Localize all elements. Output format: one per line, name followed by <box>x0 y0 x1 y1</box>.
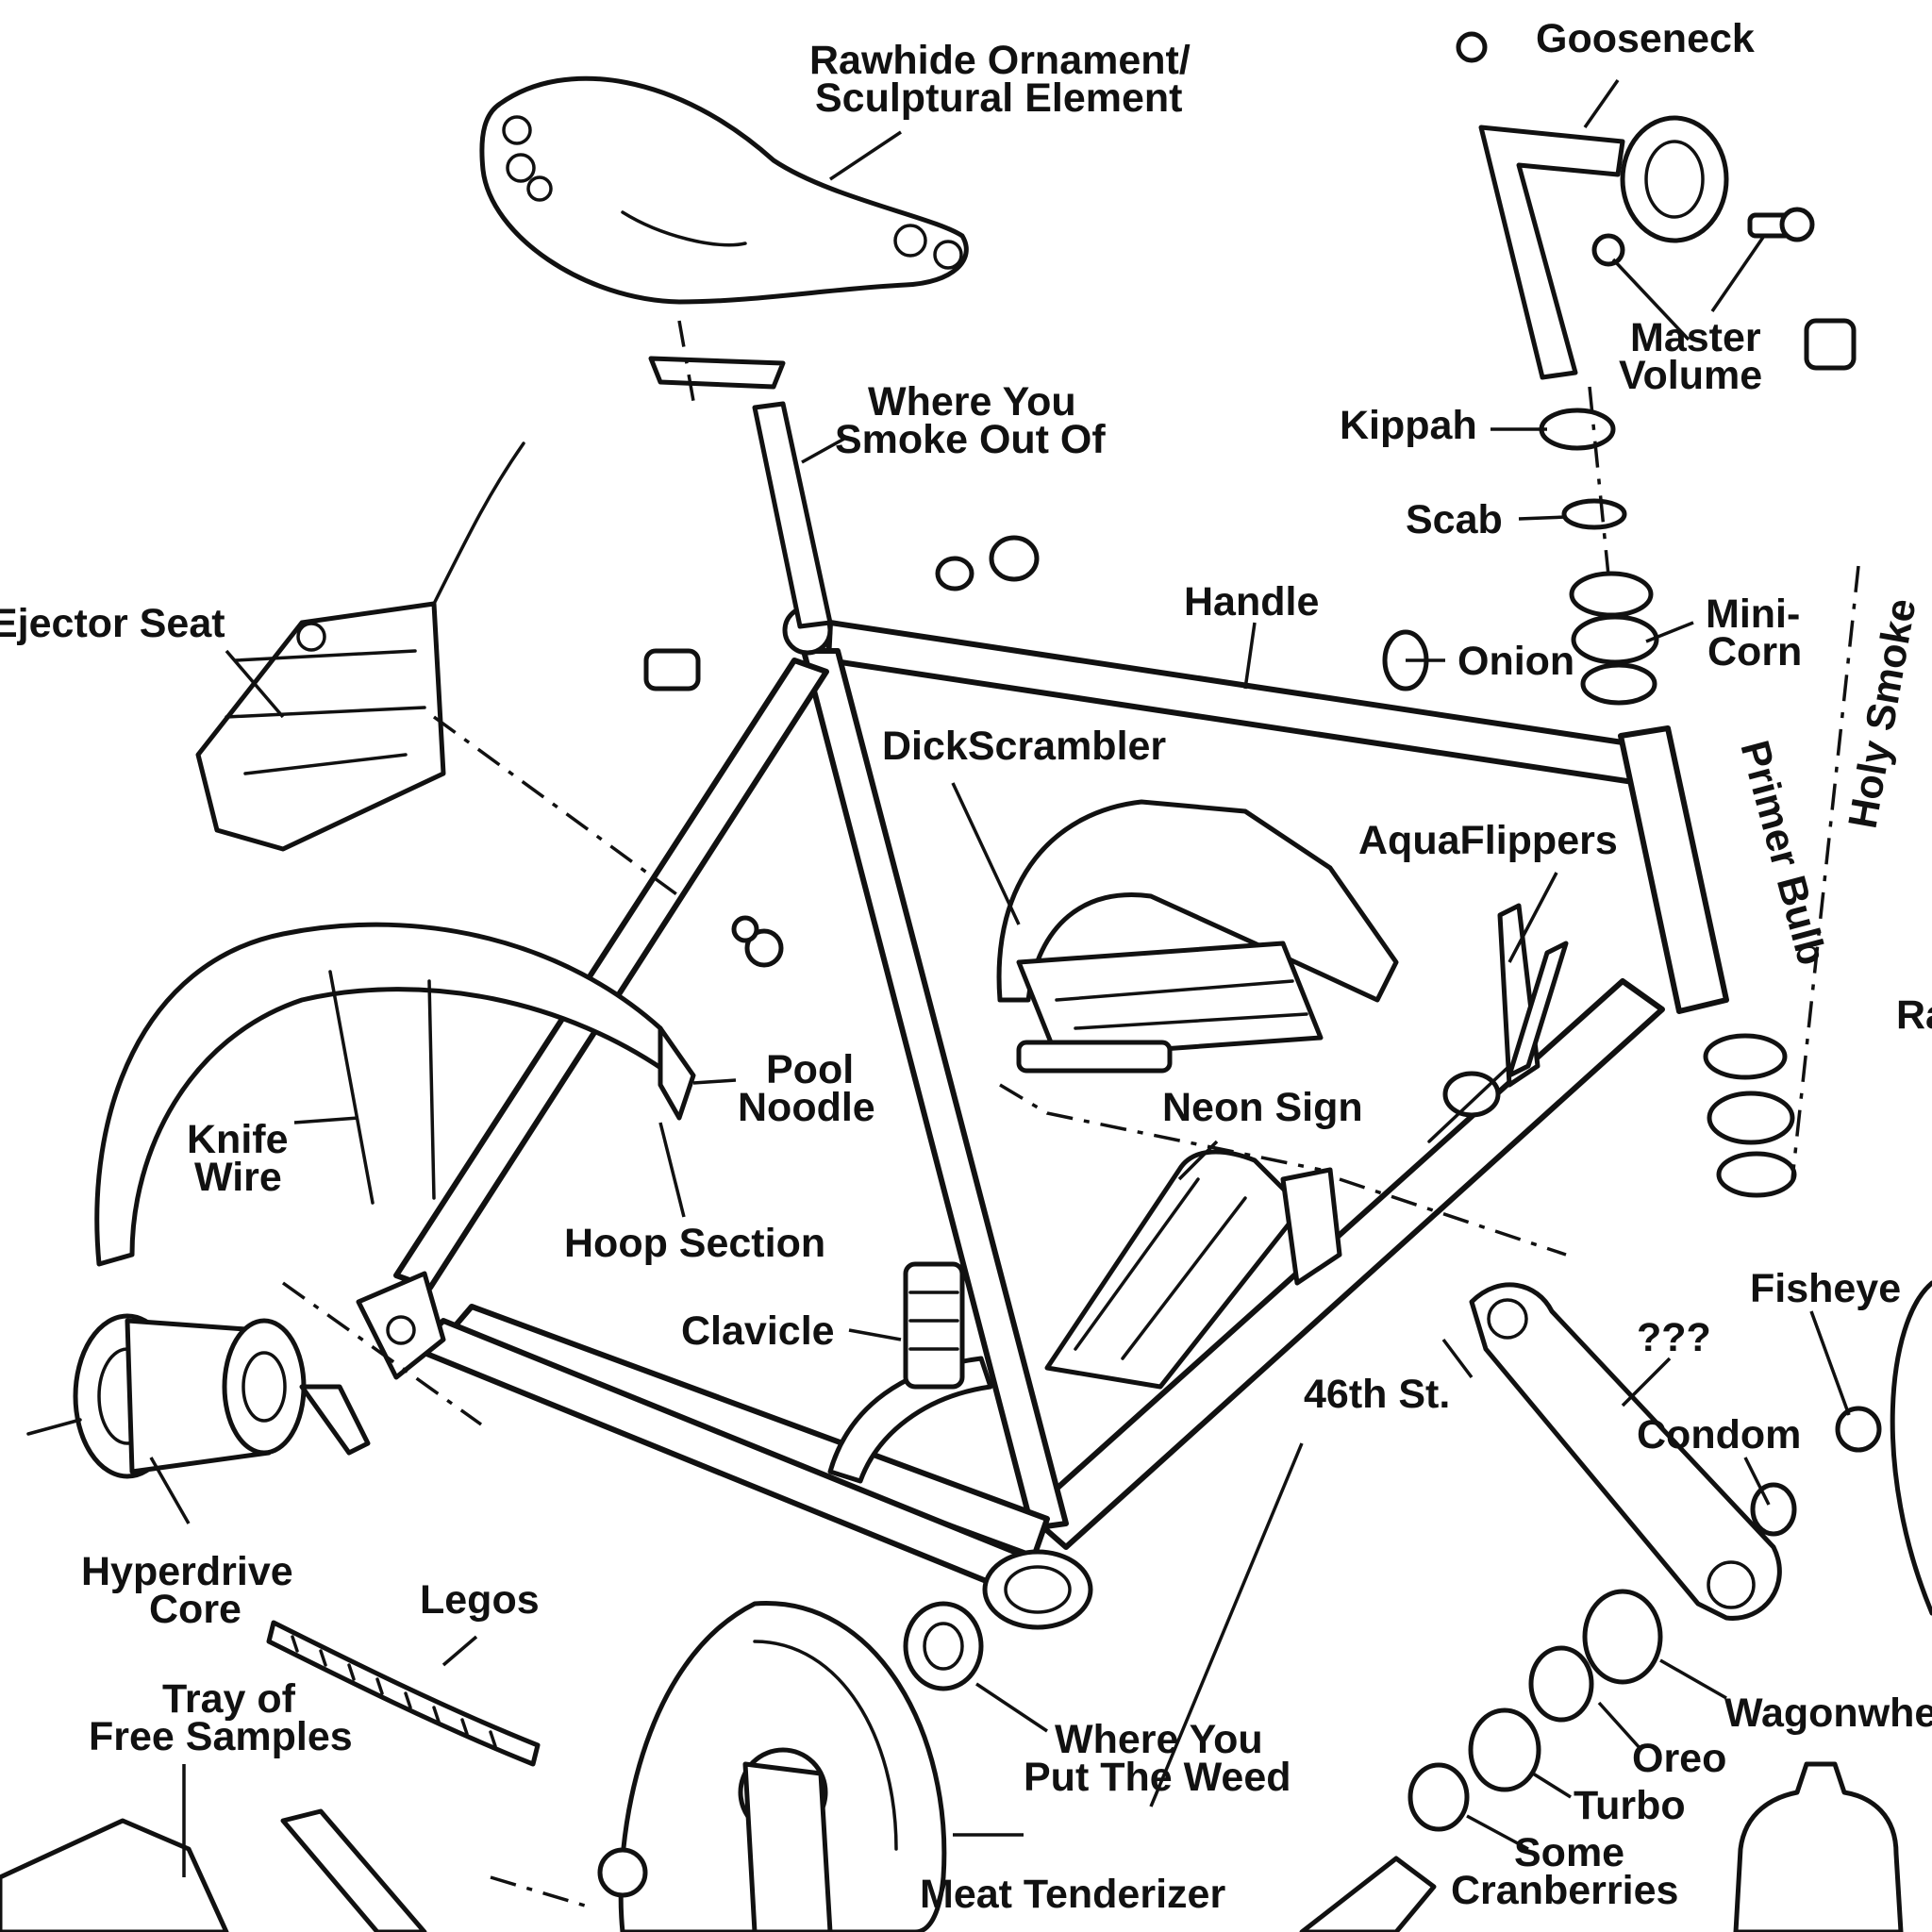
label-clavicle: Clavicle <box>681 1308 835 1354</box>
label-legos: Legos <box>420 1577 540 1623</box>
label-weed-line2: Put The Weed <box>1024 1755 1291 1800</box>
label-cranberries-line1: Some <box>1514 1830 1624 1875</box>
label-minicorn-line2: Corn <box>1707 629 1802 675</box>
bottle-cage-part <box>1044 1149 1342 1390</box>
label-meat-tenderizer: Meat Tenderizer <box>920 1872 1225 1917</box>
label-pool-line1: Pool <box>766 1047 854 1092</box>
label-qqq: ??? <box>1637 1315 1711 1360</box>
seat-post <box>648 356 833 629</box>
leader-lines <box>149 78 1851 1877</box>
rear-brake-part <box>195 441 525 852</box>
crank-arm-part <box>1469 1282 1782 1621</box>
label-master-line2: Volume <box>1619 353 1762 398</box>
label-turbo: Turbo <box>1574 1783 1686 1828</box>
label-knife-line2: Wire <box>194 1155 282 1200</box>
label-where-smoke-line1: Where You <box>868 379 1076 425</box>
shifters-part <box>1427 903 1569 1143</box>
label-knife-line1: Knife <box>187 1117 289 1162</box>
label-aquaflippers: AquaFlippers <box>1358 818 1618 863</box>
label-handle: Handle <box>1184 579 1319 625</box>
chain-part <box>266 1620 541 1767</box>
rear-hub-part <box>26 1313 371 1479</box>
label-tray-line2: Free Samples <box>89 1714 353 1759</box>
label-hyperdrive-line2: Core <box>149 1587 242 1632</box>
headset-stack <box>1539 408 1797 1198</box>
label-ra-cut: Ra <box>1896 992 1932 1038</box>
label-wagonwheel: Wagonwhe <box>1724 1690 1932 1736</box>
label-minicorn-line1: Mini- <box>1706 591 1800 637</box>
label-onion: Onion <box>1457 639 1574 684</box>
gooseneck-stem-part <box>1478 115 1815 380</box>
water-bottle-part <box>1733 1761 1904 1932</box>
label-tray-line1: Tray of <box>162 1676 296 1722</box>
label-rawhide-line2: Sculptural Element <box>815 75 1182 121</box>
label-rawhide-line1: Rawhide Ornament/ <box>809 38 1191 83</box>
label-fisheye: Fisheye <box>1750 1266 1901 1311</box>
front-derailleur-part <box>827 1261 993 1484</box>
bottom-bracket-parts <box>903 1482 1797 1932</box>
label-ejector-seat: Ejector Seat <box>0 601 225 646</box>
bicycle-frame <box>356 605 1729 1630</box>
label-oreo: Oreo <box>1632 1736 1726 1781</box>
label-pool-line2: Noodle <box>738 1085 875 1130</box>
label-46th-st: 46th St. <box>1304 1372 1450 1417</box>
label-master-line1: Master <box>1630 315 1761 360</box>
label-primer-bulb: Primer Bulb <box>1731 736 1834 970</box>
label-where-smoke-line2: Smoke Out Of <box>835 417 1106 462</box>
chainring-part <box>618 1601 947 1932</box>
label-scab: Scab <box>1406 497 1503 542</box>
left-pedal-part <box>0 1808 648 1932</box>
assembly-lines <box>281 320 1860 1907</box>
label-weed-line1: Where You <box>1055 1717 1263 1762</box>
pedal-part <box>996 799 1399 1074</box>
label-condom: Condom <box>1637 1412 1801 1457</box>
saddle-part <box>479 75 969 305</box>
label-kippah: Kippah <box>1340 403 1477 448</box>
rear-fender-part <box>94 922 696 1267</box>
label-hoop-section: Hoop Section <box>564 1221 825 1266</box>
label-neon-sign: Neon Sign <box>1162 1085 1363 1130</box>
label-cranberries-line2: Cranberries <box>1451 1868 1678 1913</box>
label-dickscrambler: DickScrambler <box>882 724 1166 769</box>
label-hyperdrive-line1: Hyperdrive <box>81 1549 293 1594</box>
front-wheel-edge <box>1835 1280 1932 1616</box>
misc-hardware <box>643 31 1857 968</box>
label-gooseneck: Gooseneck <box>1536 16 1755 61</box>
